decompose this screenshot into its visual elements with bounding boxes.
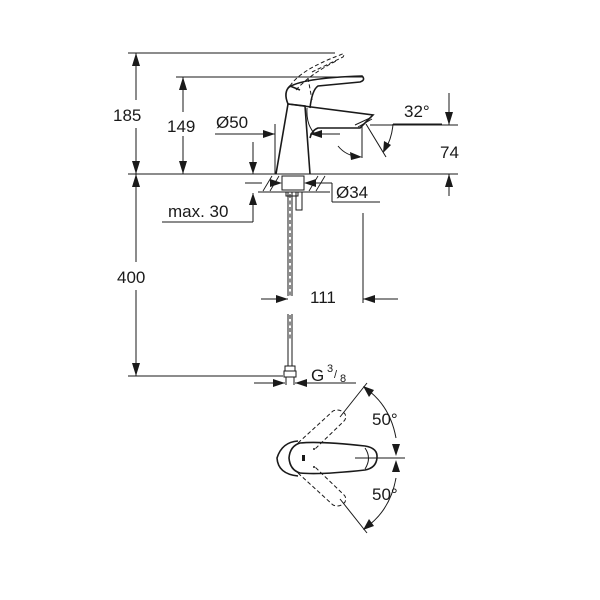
label-thread-num: 3 xyxy=(327,363,333,375)
dimension-spout-angle: 32° xyxy=(337,102,442,160)
dimension-body-diameter: Ø50 xyxy=(215,113,340,174)
dimension-400: 400 xyxy=(117,174,145,376)
faucet-side-view xyxy=(275,53,375,175)
dimension-74: 74 xyxy=(440,93,459,196)
label-max-30: max. 30 xyxy=(168,202,228,221)
label-111: 111 xyxy=(310,288,336,307)
dimension-149: 149 xyxy=(167,77,195,174)
flexible-hose xyxy=(283,192,297,385)
label-angle-32: 32° xyxy=(404,102,430,121)
dimension-185: 185 xyxy=(113,53,141,174)
label-74: 74 xyxy=(440,143,459,162)
label-185: 185 xyxy=(113,106,141,125)
label-400: 400 xyxy=(117,268,145,287)
label-thread-den: 8 xyxy=(340,373,346,385)
label-thread-slash: / xyxy=(334,369,338,381)
deck-mount-section: Ø34 xyxy=(245,173,380,211)
dimension-111: 111 xyxy=(261,213,398,307)
label-thread-g: G xyxy=(311,366,324,385)
faucet-top-view: 50° 50° xyxy=(276,382,405,534)
label-149: 149 xyxy=(167,117,195,136)
dimension-thread: G 3 / 8 xyxy=(254,363,356,387)
label-diameter-50: Ø50 xyxy=(216,113,248,132)
label-angle-50-upper: 50° xyxy=(372,410,398,429)
label-diameter-34: Ø34 xyxy=(336,183,368,202)
label-angle-50-lower: 50° xyxy=(372,485,398,504)
dimension-max-30: max. 30 xyxy=(162,193,257,223)
